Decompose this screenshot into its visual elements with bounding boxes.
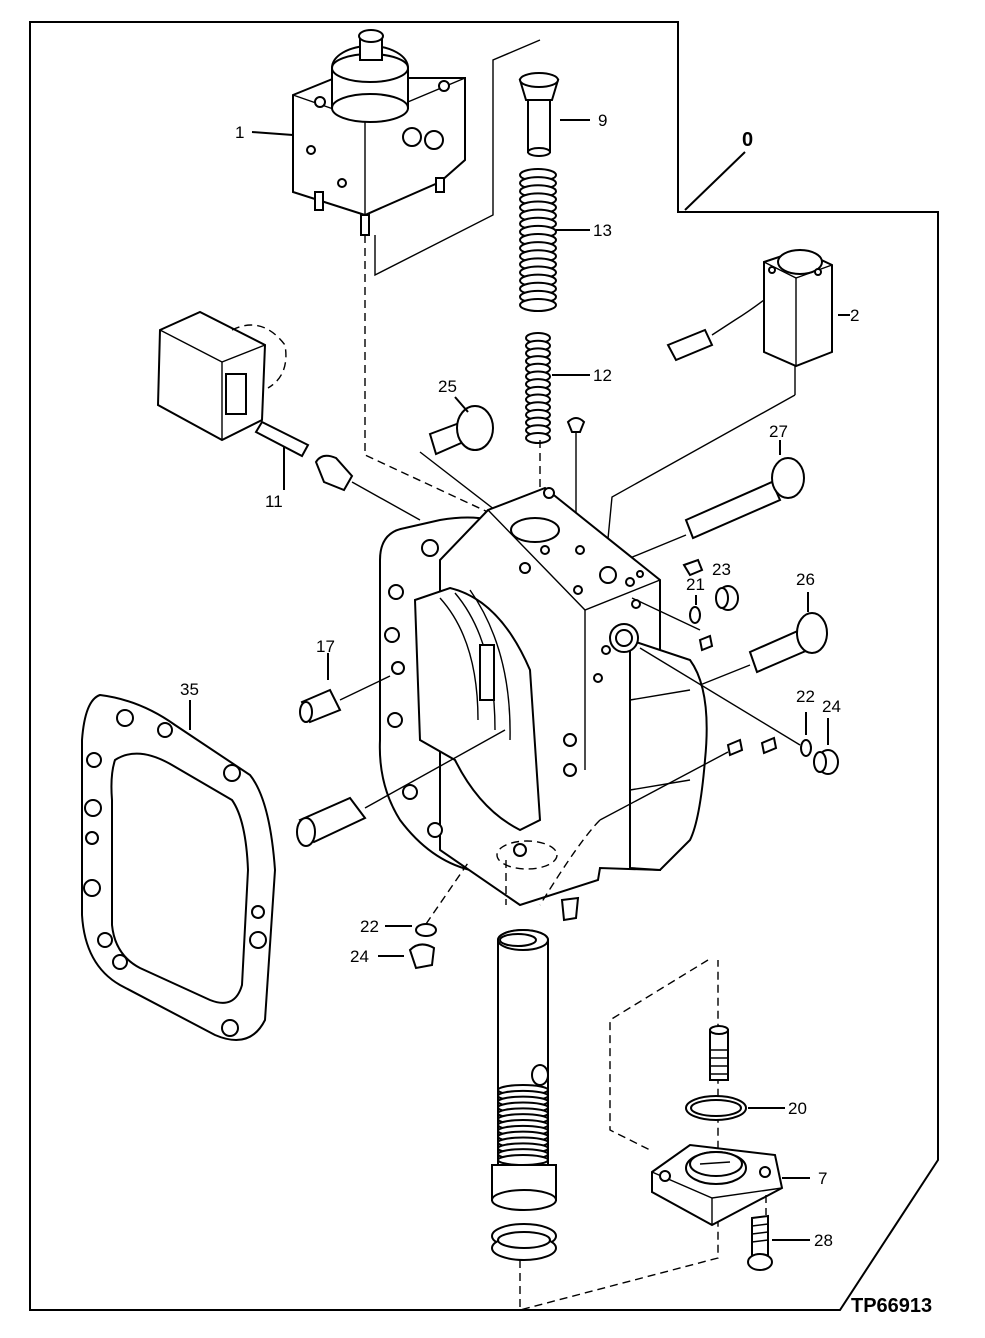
callout-12: 12 bbox=[593, 366, 612, 385]
callout-26: 26 bbox=[796, 570, 815, 589]
part-9-piston bbox=[518, 72, 590, 157]
callout-28: 28 bbox=[814, 1231, 833, 1250]
spool-sleeve-assembly bbox=[491, 929, 719, 1311]
part-17-pin bbox=[299, 653, 391, 724]
part-2-solenoid-valve bbox=[604, 248, 850, 571]
callout-22-bottom: 22 bbox=[360, 917, 379, 936]
part-21-oring bbox=[631, 558, 714, 652]
assembly-boundary bbox=[29, 21, 939, 1311]
callout-1: 1 bbox=[235, 123, 244, 142]
callout-21: 21 bbox=[686, 575, 705, 594]
callout-35: 35 bbox=[180, 680, 199, 699]
part-22-oring-right bbox=[639, 647, 812, 757]
callout-27: 27 bbox=[769, 422, 788, 441]
part-7-cover-assembly bbox=[609, 959, 810, 1227]
part-22-oring-bottom bbox=[385, 859, 471, 937]
part-28-cap-screw bbox=[747, 1195, 810, 1271]
part-24-plug-bottom bbox=[378, 943, 436, 970]
main-housing bbox=[378, 486, 708, 907]
lower-pin bbox=[296, 729, 506, 847]
part-23-plug bbox=[715, 585, 739, 611]
callout-23: 23 bbox=[712, 560, 731, 579]
small-screws-right bbox=[599, 736, 778, 821]
callout-24-right: 24 bbox=[822, 697, 841, 716]
part-26-cap-screw bbox=[699, 592, 828, 686]
assembly-callout-0: 0 bbox=[742, 129, 753, 151]
callout-13: 13 bbox=[593, 221, 612, 240]
bottom-screw bbox=[560, 896, 580, 922]
part-25-cap-screw bbox=[419, 396, 496, 511]
part-27-long-cap-screw bbox=[629, 440, 805, 559]
callout-9: 9 bbox=[598, 111, 607, 130]
callout-17: 17 bbox=[316, 637, 335, 656]
part-1-valve-block bbox=[292, 29, 466, 236]
callout-2: 2 bbox=[850, 306, 859, 325]
part-12-spring bbox=[525, 332, 551, 444]
part-13-spring bbox=[519, 168, 557, 312]
figure-id: TP66913 bbox=[851, 1295, 932, 1317]
part-11-solenoid-assembly bbox=[156, 310, 421, 521]
part-24-plug-right bbox=[813, 718, 839, 775]
callout-20: 20 bbox=[788, 1099, 807, 1118]
callout-22-right: 22 bbox=[796, 687, 815, 706]
callout-25: 25 bbox=[438, 377, 457, 396]
part-35-gasket bbox=[81, 693, 277, 1041]
callout-7: 7 bbox=[818, 1169, 827, 1188]
callout-11: 11 bbox=[265, 492, 283, 511]
callout-24-bottom: 24 bbox=[350, 947, 369, 966]
